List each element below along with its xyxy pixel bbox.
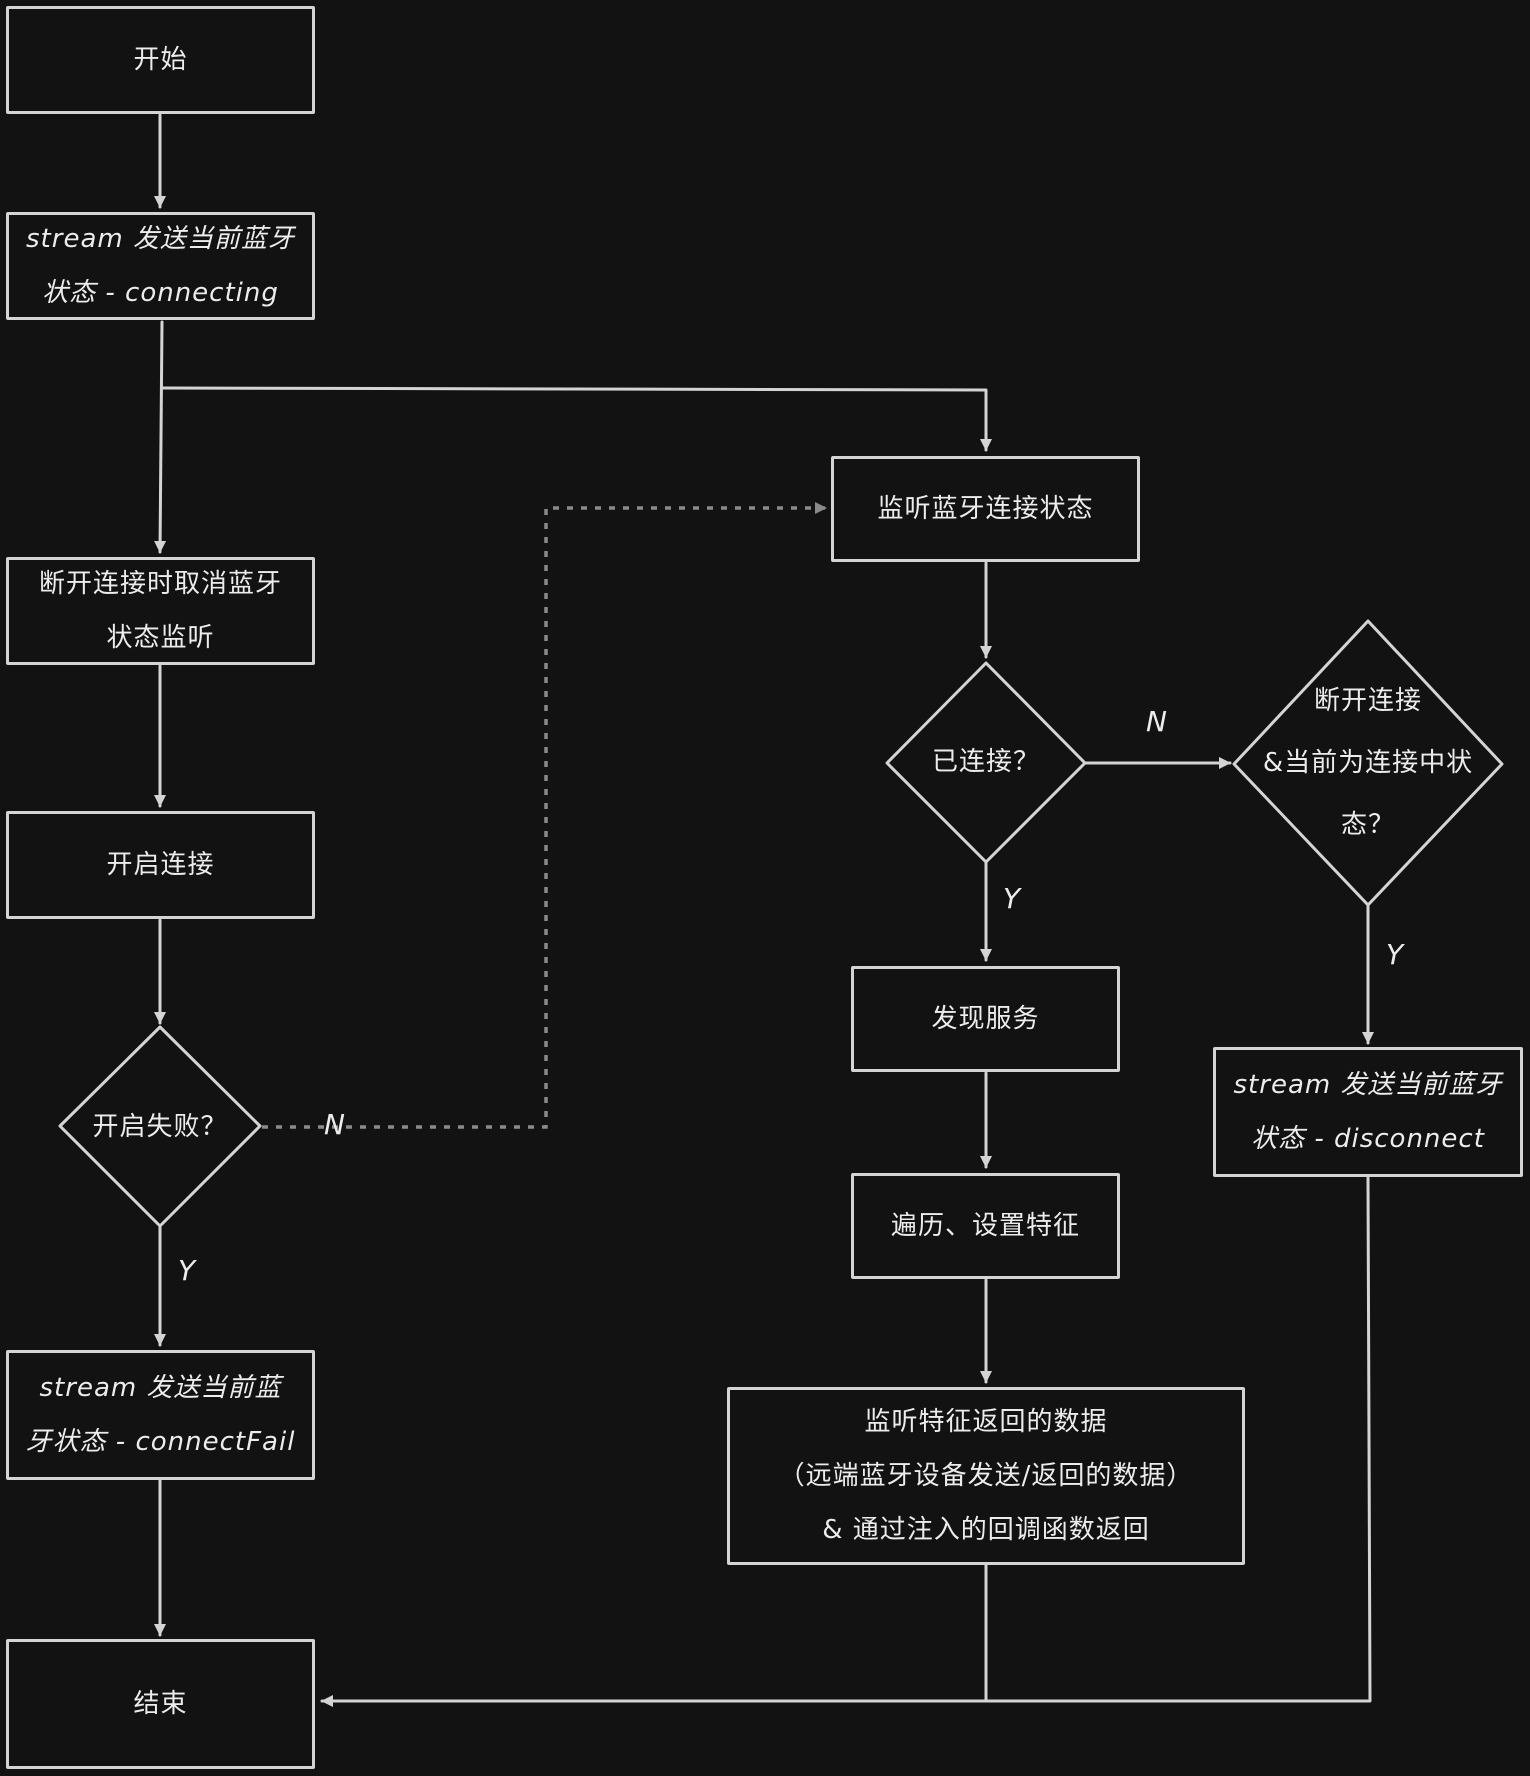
edge-label-open-failed-yes: Y <box>178 1254 196 1287</box>
edge-failed-no-to-listen <box>262 502 827 1129</box>
diamond-connected-label: 已连接？ <box>896 731 1076 793</box>
node-cancel-listen: 断开连接时取消蓝牙 状态监听 <box>6 557 315 665</box>
node-cancel-listen-line-2: 状态监听 <box>106 623 215 653</box>
diamond-connected-text: 已连接？ <box>931 747 1040 777</box>
node-send-disconnect-line-1: stream 发送当前蓝牙 <box>1233 1070 1503 1100</box>
node-send-connect-fail: stream 发送当前蓝 牙状态 - connectFail <box>6 1350 315 1480</box>
diamond-open-failed <box>58 1025 262 1228</box>
node-start-label: 开始 <box>133 45 188 75</box>
node-listen-characteristic-line-3: & 通过注入的回调函数返回 <box>822 1515 1150 1545</box>
node-send-connecting-line-2: 状态 - connecting <box>42 278 279 308</box>
edge-connecting-to-cancel <box>154 320 167 554</box>
node-send-disconnect-line-2: 状态 - disconnect <box>1251 1124 1485 1154</box>
node-send-disconnect: stream 发送当前蓝牙 状态 - disconnect <box>1213 1047 1523 1177</box>
node-send-connecting: stream 发送当前蓝牙 状态 - connecting <box>6 212 315 320</box>
node-listen-characteristic: 监听特征返回的数据 （远端蓝牙设备发送/返回的数据） & 通过注入的回调函数返回 <box>727 1387 1245 1565</box>
node-discover-services: 发现服务 <box>851 966 1120 1072</box>
diamond-disconnect-check <box>1232 619 1504 907</box>
diamond-open-failed-text: 开启失败？ <box>92 1112 228 1142</box>
node-open-connection-label: 开启连接 <box>106 850 215 880</box>
edge-connecting-to-listen <box>160 386 992 452</box>
diamond-disconnect-check-line-1: 断开连接 <box>1313 686 1422 716</box>
node-send-connecting-line-1: stream 发送当前蓝牙 <box>26 224 295 254</box>
edge-label-disconnect-yes: Y <box>1386 938 1404 971</box>
diamond-open-failed-label: 开启失败？ <box>70 1096 250 1158</box>
node-open-connection: 开启连接 <box>6 811 315 919</box>
node-listen-characteristic-line-1: 监听特征返回的数据 <box>864 1407 1108 1437</box>
edge-disconnect-to-end <box>320 1176 1372 1707</box>
diamond-connected <box>885 661 1087 864</box>
edge-label-open-failed-no: N <box>324 1108 345 1141</box>
diamond-disconnect-check-label: 断开连接 &当前为连接中状 态？ <box>1234 670 1502 856</box>
node-iterate-characteristics-label: 遍历、设置特征 <box>890 1211 1080 1241</box>
node-end-label: 结束 <box>133 1689 188 1719</box>
node-listen-characteristic-line-2: （远端蓝牙设备发送/返回的数据） <box>778 1461 1194 1491</box>
node-cancel-listen-line-1: 断开连接时取消蓝牙 <box>38 569 282 599</box>
node-end: 结束 <box>6 1639 315 1769</box>
node-iterate-characteristics: 遍历、设置特征 <box>851 1173 1120 1279</box>
diamond-disconnect-check-line-2: &当前为连接中状 <box>1262 748 1474 778</box>
diamond-disconnect-check-line-3: 态？ <box>1340 810 1395 840</box>
node-listen-state: 监听蓝牙连接状态 <box>831 456 1140 562</box>
node-listen-state-label: 监听蓝牙连接状态 <box>877 494 1094 524</box>
node-send-connect-fail-line-1: stream 发送当前蓝 <box>39 1373 282 1403</box>
node-start: 开始 <box>6 6 315 114</box>
node-send-connect-fail-line-2: 牙状态 - connectFail <box>25 1427 296 1457</box>
edge-label-connected-yes: Y <box>1003 882 1021 915</box>
edge-label-connected-no: N <box>1146 705 1167 738</box>
node-discover-services-label: 发现服务 <box>931 1004 1040 1034</box>
